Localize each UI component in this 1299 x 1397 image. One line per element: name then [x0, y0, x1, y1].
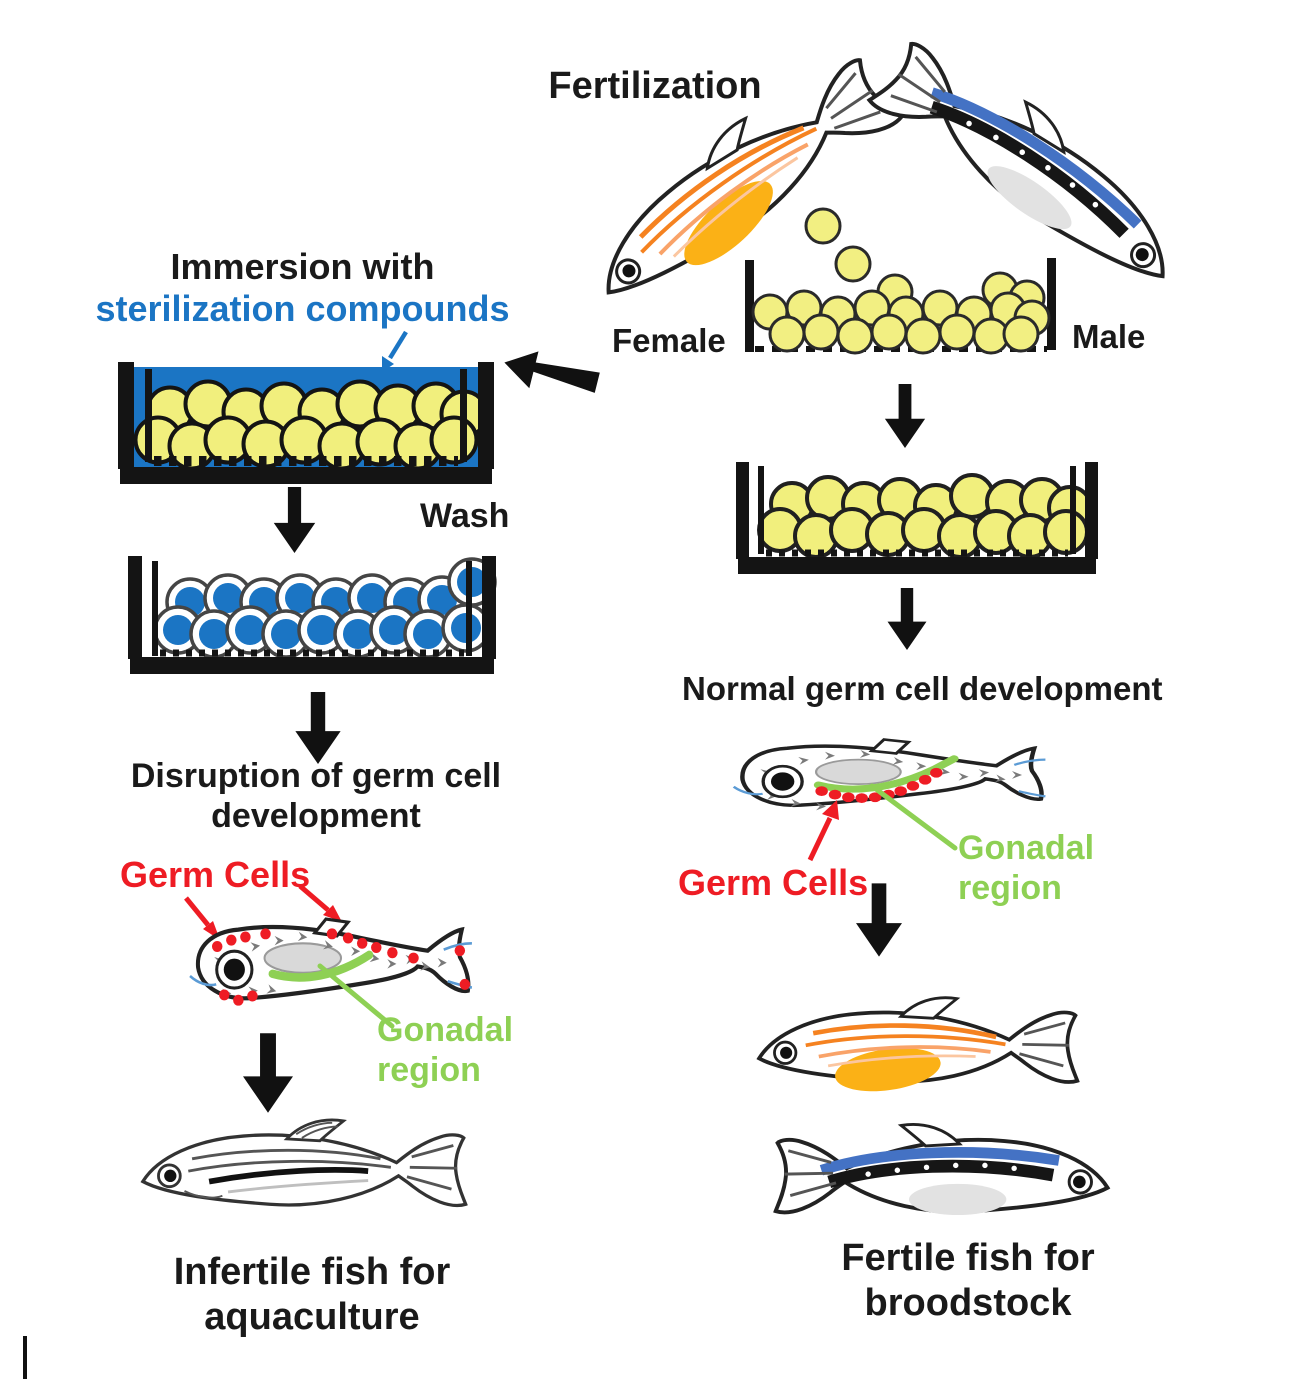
untreated-eggs-dish-illustration: [736, 462, 1098, 574]
infertile-outcome-label: Infertile fish for aquaculture: [112, 1250, 512, 1340]
female-label: Female: [612, 322, 726, 359]
disruption-label: Disruption of germ cell development: [116, 756, 516, 836]
spawning-pair-illustration: [606, 41, 1165, 355]
male-belly: [909, 1183, 1007, 1216]
gonadal-pointer-right-icon: [869, 783, 958, 851]
down-arrow-icon: [295, 692, 341, 764]
down-arrow-icon: [856, 883, 902, 957]
gonadal-label-left: Gonadal region: [377, 1010, 513, 1090]
infertile-fish-illustration: [140, 1118, 468, 1208]
fertile-outcome-label: Fertile fish for broodstock: [768, 1236, 1168, 1326]
germ-cells-label-left: Germ Cells: [120, 854, 311, 895]
germ-cells-arrow-right-icon: [807, 800, 839, 862]
female-fish: [606, 58, 905, 295]
immersion-title-line1: Immersion with: [170, 246, 435, 287]
spawned-eggs: [751, 207, 1051, 355]
gonadal-left-line1: Gonadal: [377, 1011, 514, 1049]
fertile-line1: Fertile fish for: [841, 1237, 1095, 1279]
germ-cells-label-right: Germ Cells: [678, 862, 869, 903]
clustered-germ-cells: [815, 767, 943, 804]
gonadal-pointer-left-icon: [317, 963, 395, 1029]
normal-larva-illustration: [732, 738, 1046, 811]
wash-dish-illustration: [128, 556, 497, 674]
infertile-line1: Infertile fish for: [173, 1251, 451, 1293]
washed-blue-eggs: [153, 557, 497, 659]
scattered-germ-cells: [211, 928, 471, 1006]
gonadal-region-stripe: [268, 950, 374, 982]
down-arrow-icon: [887, 588, 927, 650]
gonadal-right-line2: region: [958, 869, 1062, 908]
male-fish: [866, 41, 1165, 279]
wash-label: Wash: [420, 497, 510, 535]
infertile-line2: aquaculture: [204, 1295, 420, 1338]
gonadal-region-stripe: [813, 755, 959, 793]
down-arrow-icon: [884, 384, 926, 448]
immersion-title: Immersion with sterilization compounds: [55, 246, 550, 331]
down-arrow-icon: [273, 487, 316, 553]
gonadal-label-right: Gonadal region: [958, 828, 1094, 908]
male-belly: [987, 166, 1072, 230]
immersion-dish-illustration: [118, 362, 494, 484]
ovary: [835, 1047, 941, 1092]
male-label: Male: [1072, 318, 1146, 355]
eggs-in-sterilant: [133, 379, 489, 471]
immersion-title-line2: sterilization compounds: [95, 288, 510, 330]
fertile-male-illustration: [773, 1123, 1111, 1216]
untreated-eggs: [757, 473, 1093, 559]
gonadal-left-line2: region: [377, 1051, 481, 1090]
text-cursor-artifact: [23, 1336, 27, 1379]
normal-development-label: Normal germ cell development: [682, 670, 1163, 707]
fertile-line2: broodstock: [864, 1281, 1072, 1324]
disruption-line2: development: [211, 797, 421, 836]
germ-cells-arrow-left-2-icon: [298, 884, 342, 922]
disrupted-larva-illustration: [189, 917, 473, 1006]
ovary: [684, 180, 773, 266]
arrow-to-immersion-icon: [504, 351, 600, 393]
fertilization-title: Fertilization: [548, 65, 762, 107]
swim-bladder: [814, 758, 902, 785]
gonadal-right-line1: Gonadal: [958, 829, 1095, 867]
fertile-female-illustration: [756, 996, 1080, 1092]
disruption-line1: Disruption of germ cell: [130, 757, 502, 795]
